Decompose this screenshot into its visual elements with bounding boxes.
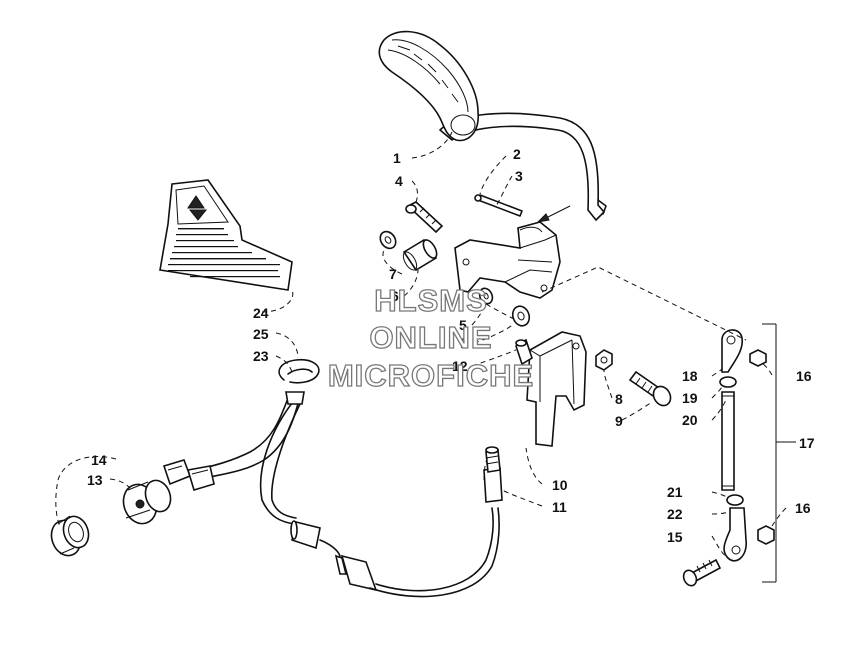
nut-part-8 [595, 349, 613, 371]
callout-4: 4 [395, 173, 403, 189]
bolt-part-15 [682, 558, 722, 587]
wire-connector [290, 507, 500, 598]
callout-20: 20 [682, 412, 698, 428]
callout-3: 3 [515, 168, 523, 184]
leader-lines [55, 131, 787, 557]
bushing-part-6 [402, 238, 438, 272]
callout-13: 13 [87, 472, 103, 488]
switch-part-12 [515, 338, 533, 366]
callout-24: 24 [253, 305, 269, 321]
callout-11: 11 [552, 499, 567, 515]
rod-part-20 [721, 391, 735, 491]
callout-17: 17 [799, 435, 815, 451]
washer-part-7-lower [511, 305, 531, 327]
nut-part-21 [726, 494, 744, 506]
ring-part-14 [50, 515, 90, 557]
callout-25: 25 [253, 326, 269, 342]
callout-15: 15 [667, 529, 683, 545]
housing-part-13 [122, 479, 172, 525]
bolt-part-9 [628, 370, 672, 407]
callout-8: 8 [615, 391, 623, 407]
callout-10: 10 [552, 477, 568, 493]
switch-part-11 [483, 446, 503, 503]
washer-part-7-upper [379, 230, 397, 250]
callout-18: 18 [682, 368, 698, 384]
watermark-line-3: MICROFICHE [328, 358, 534, 393]
watermark-line-1: HLSMS [374, 283, 488, 318]
callout-12: 12 [452, 358, 468, 374]
group-bracket-17 [762, 323, 796, 583]
callout-22: 22 [667, 506, 683, 522]
rod-end-part-22 [723, 507, 747, 562]
callout-16-upper: 16 [796, 368, 812, 384]
callout-23: 23 [253, 348, 269, 364]
callout-1: 1 [393, 150, 401, 166]
throttle-lever-part-1 [378, 30, 607, 221]
switch-bracket-part-10 [526, 331, 587, 447]
callout-7-upper: 7 [389, 266, 397, 282]
callout-labels: 1 2 3 4 5 6 7 7 8 9 10 11 12 13 14 15 16… [87, 146, 815, 545]
watermark: HLSMS ONLINE MICROFICHE [327, 282, 534, 393]
callout-6: 6 [391, 288, 399, 304]
callout-16-lower: 16 [795, 500, 811, 516]
nut-part-16-upper [749, 349, 767, 367]
callout-21: 21 [667, 484, 683, 500]
throttle-arm-bracket [454, 221, 561, 299]
callout-9: 9 [615, 413, 623, 429]
callout-5: 5 [459, 317, 467, 333]
callout-7-lower: 7 [459, 335, 467, 351]
screw-part-2 [474, 194, 571, 223]
wiring-harness [162, 391, 305, 525]
callout-2: 2 [513, 146, 521, 162]
nut-part-19 [719, 376, 737, 388]
retainer-part-23 [278, 358, 320, 384]
washer-part-5 [478, 287, 494, 305]
bolt-part-4 [405, 201, 444, 234]
decal-part-24 [159, 179, 293, 291]
callout-19: 19 [682, 390, 698, 406]
callout-14: 14 [91, 452, 107, 468]
nut-part-16-lower [757, 525, 775, 545]
rod-end-part-18 [721, 329, 744, 373]
watermark-line-2: ONLINE [369, 320, 492, 355]
